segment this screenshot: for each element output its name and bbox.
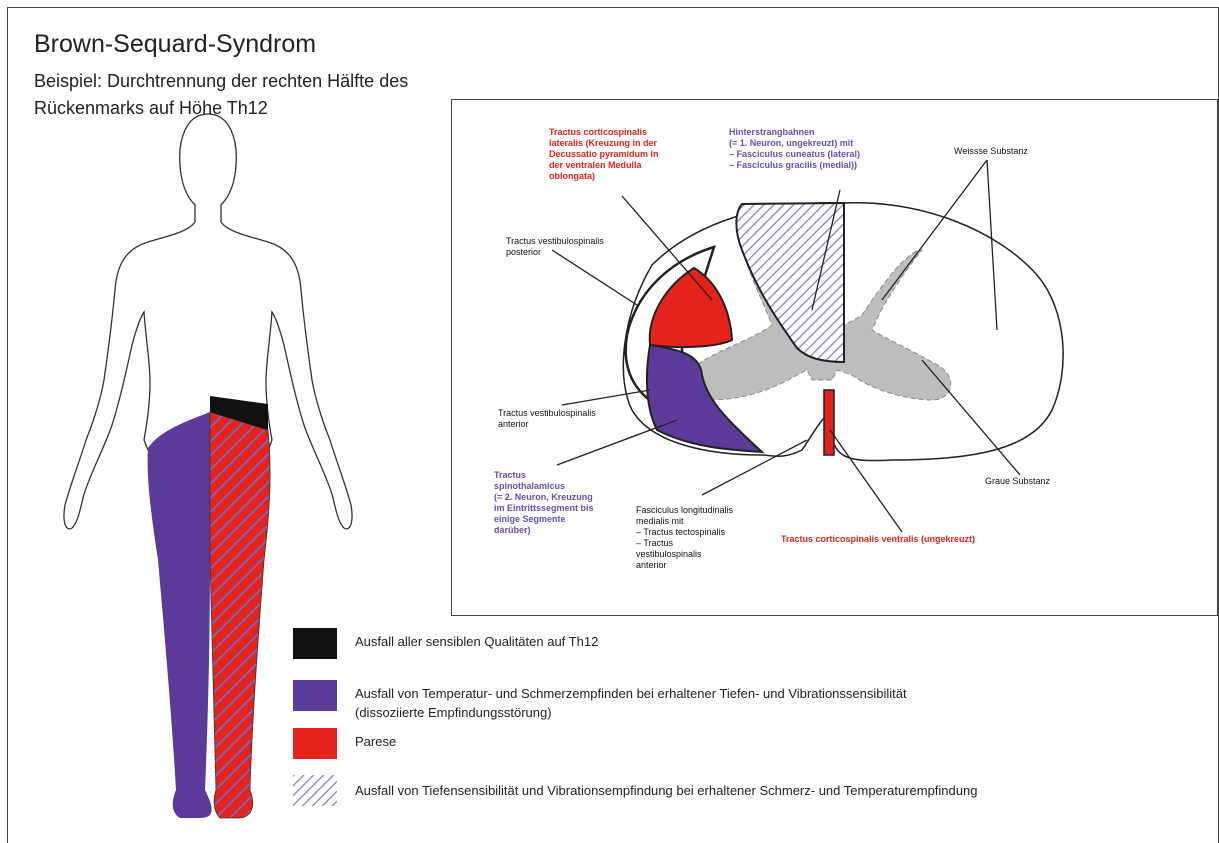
legend-line: (dissoziierte Empfindungsstörung) — [355, 703, 907, 722]
label-line: im Eintrittssegment bis — [494, 503, 594, 514]
label-line: (= 2. Neuron, Kreuzung — [494, 492, 594, 503]
legend-line: Ausfall von Tiefensensibilität und Vibra… — [355, 781, 977, 800]
label-line: anterior — [636, 560, 733, 571]
label-line: oblongata) — [549, 171, 659, 182]
label-line: spinothalamicus — [494, 481, 594, 492]
label-line: Tractus vestibulospinalis — [498, 408, 596, 419]
tcs-ventralis-red — [824, 390, 834, 455]
label-graue-substanz: Graue Substanz — [985, 476, 1050, 487]
legend-swatch-red — [293, 728, 337, 759]
label-line: medialis mit — [636, 516, 733, 527]
spinal-cord-section-panel: Tractus corticospinalis lateralis (Kreuz… — [451, 99, 1218, 616]
label-line: Fasciculus longitudinalis — [636, 505, 733, 516]
label-line: Hinterstrangbahnen — [729, 127, 860, 138]
legend-text: Ausfall von Temperatur- und Schmerzempfi… — [355, 684, 907, 722]
legend-swatch-black — [293, 628, 337, 659]
label-flm: Fasciculus longitudinalis medialis mit –… — [636, 505, 733, 571]
legend-swatch-purple — [293, 680, 337, 711]
legend-line: Ausfall aller sensiblen Qualitäten auf T… — [355, 632, 598, 651]
label-tvs-anterior: Tractus vestibulospinalis anterior — [498, 408, 596, 430]
label-line: darüber) — [494, 525, 594, 536]
right-leg-hatched — [210, 412, 270, 818]
legend-text: Ausfall aller sensiblen Qualitäten auf T… — [355, 632, 598, 651]
label-line: Tractus — [494, 470, 594, 481]
label-weisse-substanz: Weissse Substanz — [954, 146, 1028, 157]
label-line: der ventralen Medulla — [549, 160, 659, 171]
label-line: – Tractus — [636, 538, 733, 549]
label-line: – Fasciculus gracilis (medial)) — [729, 160, 860, 171]
label-line: Decussatio pyramidum in — [549, 149, 659, 160]
left-leg-purple — [148, 412, 212, 818]
legend-line: Ausfall von Temperatur- und Schmerzempfi… — [355, 684, 907, 703]
label-hinterstrang: Hinterstrangbahnen (= 1. Neuron, ungekre… — [729, 127, 860, 171]
legend-swatch-hatch — [293, 775, 337, 806]
label-tvs-posterior: Tractus vestibulospinalis posterior — [506, 236, 604, 258]
label-line: posterior — [506, 247, 604, 258]
legend-line: Parese — [355, 732, 396, 751]
label-tcs-ventralis: Tractus corticospinalis ventralis (ungek… — [781, 534, 975, 545]
label-line: Tractus corticospinalis — [549, 127, 659, 138]
label-line: lateralis (Kreuzung in der — [549, 138, 659, 149]
label-spinothalamicus: Tractus spinothalamicus (= 2. Neuron, Kr… — [494, 470, 594, 536]
label-tcs-lateralis: Tractus corticospinalis lateralis (Kreuz… — [549, 127, 659, 182]
legend-text: Ausfall von Tiefensensibilität und Vibra… — [355, 781, 977, 800]
label-line: – Fasciculus cuneatus (lateral) — [729, 149, 860, 160]
label-line: (= 1. Neuron, ungekreuzt) mit — [729, 138, 860, 149]
legend-text: Parese — [355, 732, 396, 751]
label-line: einige Segmente — [494, 514, 594, 525]
label-line: – Tractus tectospinalis — [636, 527, 733, 538]
label-line: Tractus vestibulospinalis — [506, 236, 604, 247]
label-line: vestibulospinalis — [636, 549, 733, 560]
label-line: anterior — [498, 419, 596, 430]
